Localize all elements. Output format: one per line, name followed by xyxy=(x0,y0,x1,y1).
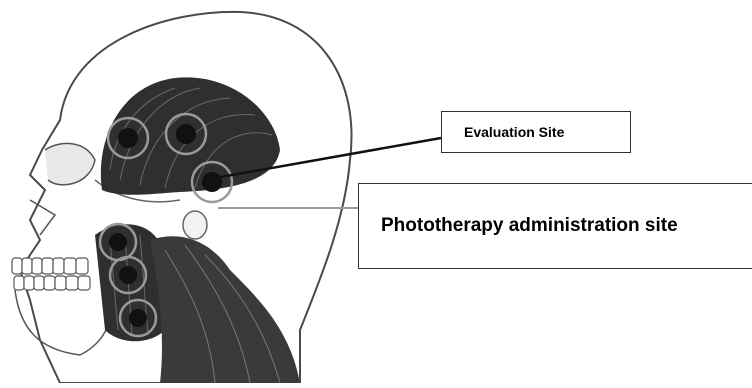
evaluation-site-text: Evaluation Site xyxy=(464,124,564,140)
marker-masseter-1-dot xyxy=(109,233,127,251)
evaluation-site-label: Evaluation Site xyxy=(441,111,631,153)
marker-temporalis-1-dot xyxy=(118,128,138,148)
marker-temporalis-2-dot xyxy=(176,124,196,144)
marker-masseter-3-dot xyxy=(129,309,147,327)
phototherapy-site-label: Phototherapy administration site xyxy=(358,183,752,269)
marker-temporalis-3-dot xyxy=(202,172,222,192)
upper-teeth xyxy=(12,258,88,274)
marker-masseter-2-dot xyxy=(119,266,137,284)
ear xyxy=(183,211,207,239)
lower-teeth xyxy=(14,276,90,290)
phototherapy-site-text: Phototherapy administration site xyxy=(381,215,678,237)
